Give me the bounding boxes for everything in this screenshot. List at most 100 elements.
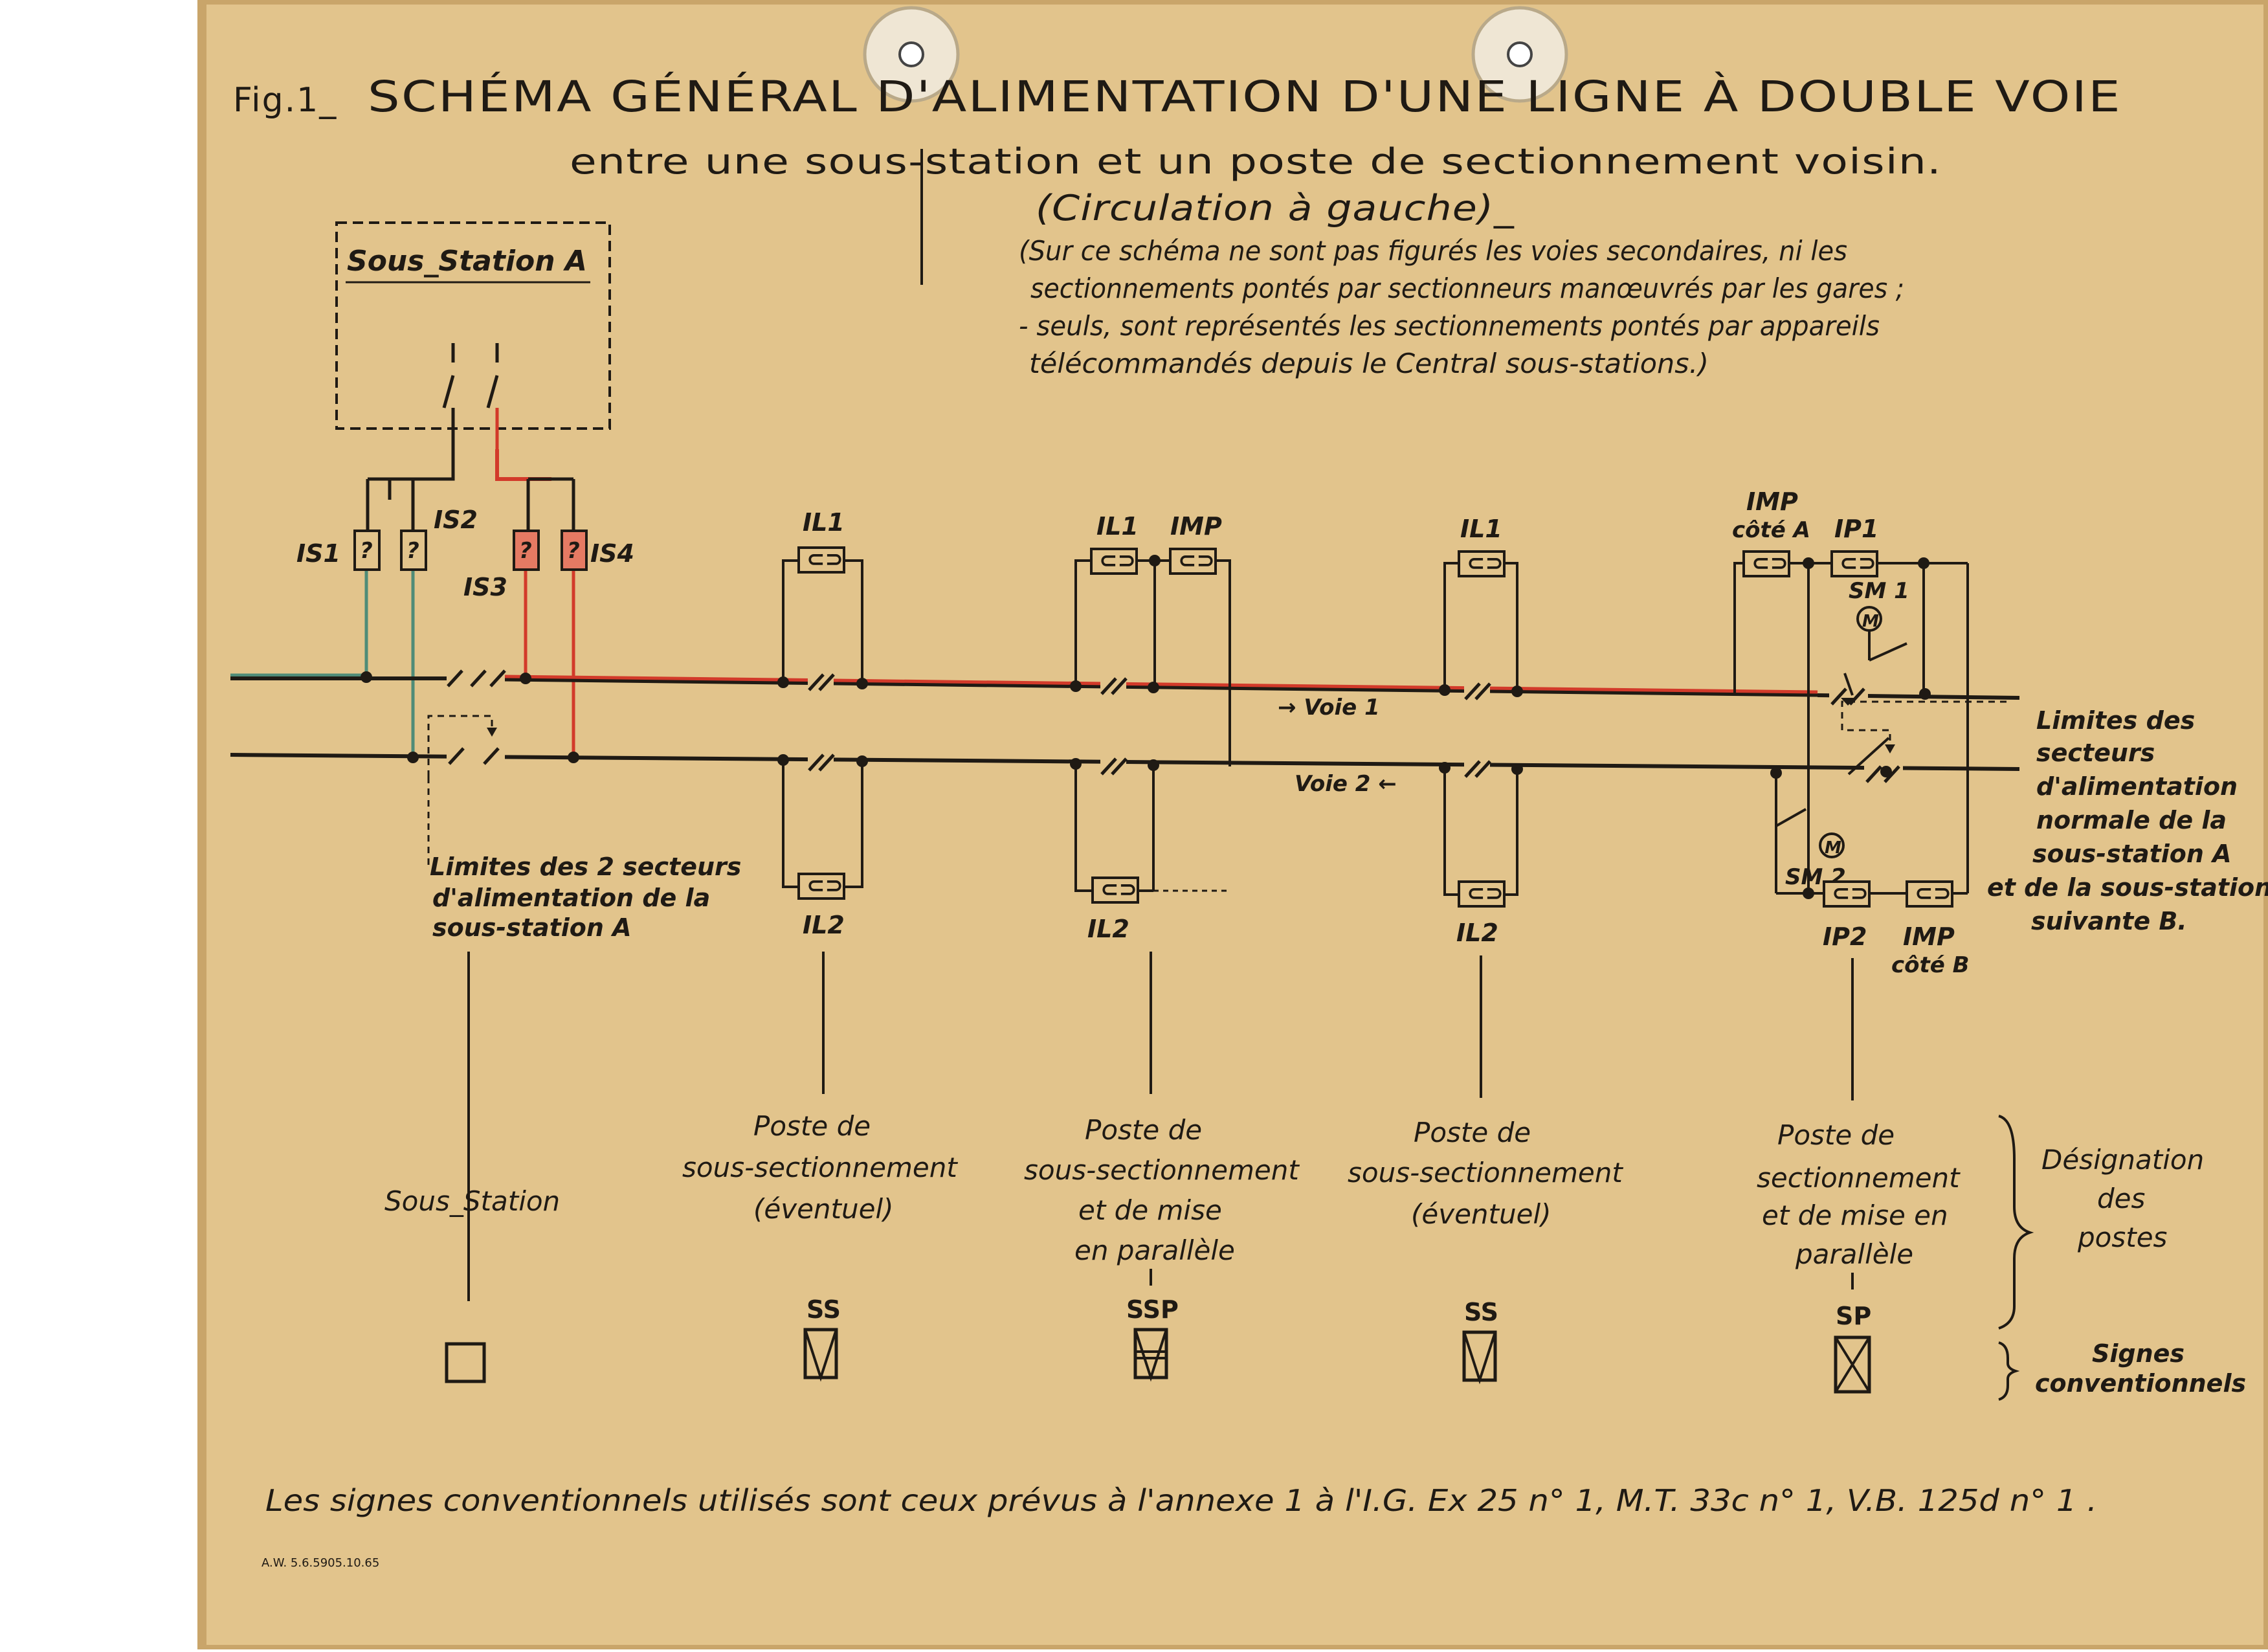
svg-text:et de mise: et de mise	[1078, 1194, 1222, 1226]
post-ssp: IL1 IMP ⊂⊃ ⊂⊃ ⊂⊃ IL2	[1074, 512, 1231, 1094]
page-subtitle: entre une sous-station et un poste de se…	[570, 141, 1942, 182]
switch-is2: ?	[400, 530, 427, 571]
svg-text:⊂⊃: ⊂⊃	[1100, 876, 1137, 902]
svg-text:sous-sectionnement: sous-sectionnement	[1348, 1157, 1623, 1189]
svg-text:(éventuel): (éventuel)	[1411, 1198, 1551, 1230]
svg-text:Poste de: Poste de	[1777, 1119, 1895, 1151]
post-ssp-il1: IL1	[1096, 512, 1139, 541]
svg-text:Limites des 2 secteurs: Limites des 2 secteurs	[430, 853, 741, 881]
right-sector-limits-label: Limites des secteurs d'alimentation norm…	[1987, 706, 2268, 935]
svg-text:Poste de: Poste de	[1085, 1114, 1202, 1146]
svg-text:sectionnements pontés par sect: sectionnements pontés par sectionneurs m…	[1030, 273, 1904, 304]
grommet-right	[1471, 6, 1568, 103]
svg-text:Voie 2 ←: Voie 2 ←	[1295, 771, 1397, 797]
svg-text:⊂⊃: ⊂⊃	[1099, 548, 1136, 574]
substation-sector-label: Limites des 2 secteurs d'alimentation de…	[430, 853, 741, 942]
designation-sp: Poste de sectionnement et de mise en par…	[1757, 1119, 1961, 1270]
svg-text:⊂⊃: ⊂⊃	[806, 546, 843, 572]
svg-text:en parallèle: en parallèle	[1074, 1234, 1235, 1266]
post-ss-2-il2: IL2	[1456, 919, 1498, 947]
svg-text:SS: SS	[806, 1295, 841, 1324]
svg-text:⊂⊃: ⊂⊃	[1832, 880, 1869, 906]
svg-text:⊂⊃: ⊂⊃	[1840, 550, 1876, 576]
svg-text:parallèle: parallèle	[1795, 1238, 1913, 1270]
designation-ssp: Poste de sous-sectionnement et de mise e…	[1024, 1114, 1300, 1266]
svg-text:SSP: SSP	[1126, 1295, 1179, 1324]
switch-is1: ?	[353, 530, 381, 571]
print-reference: A.W. 5.6.5905.10.65	[261, 1556, 379, 1570]
feeder-wiring	[364, 449, 575, 757]
switch-is3: ?	[513, 530, 540, 571]
post-sp-ip2: IP2	[1823, 922, 1867, 951]
svg-text:secteurs: secteurs	[2036, 739, 2155, 767]
svg-text:(Sur ce schéma ne sont pas fig: (Sur ce schéma ne sont pas figurés les v…	[1019, 235, 1847, 267]
svg-text:Signes: Signes	[2092, 1339, 2185, 1368]
post-sp-imp-b: IMP	[1903, 922, 1955, 951]
svg-text:SS: SS	[1464, 1298, 1498, 1326]
svg-text:télécommandés depuis le Centra: télécommandés depuis le Central sous-sta…	[1029, 348, 1709, 379]
symbol-ssp: SSP	[1126, 1295, 1179, 1382]
svg-text:sous-station A: sous-station A	[432, 913, 632, 942]
footer-note: Les signes conventionnels utilisés sont …	[265, 1483, 2097, 1518]
svg-text:sous-station A: sous-station A	[2032, 840, 2232, 868]
svg-text:SP: SP	[1836, 1302, 1871, 1330]
svg-text:Poste de: Poste de	[753, 1110, 871, 1142]
voie-1-label: → Voie 1	[1278, 695, 1380, 720]
svg-text:Limites des: Limites des	[2036, 706, 2195, 735]
svg-text:⊂⊃: ⊂⊃	[1467, 880, 1504, 906]
traffic-note: (Circulation à gauche)_	[1036, 188, 1515, 229]
svg-text:sous-sectionnement: sous-sectionnement	[682, 1152, 958, 1183]
post-sp: IMP côté A IP1 ⊂⊃ ⊂⊃ SM 1 M M SM 2 ⊂⊃ ⊂⊃	[1732, 487, 2007, 1100]
post-sp-cote-b: côté B	[1891, 952, 1970, 978]
svg-text:sectionnement: sectionnement	[1757, 1162, 1961, 1194]
post-sp-sm1: SM 1	[1849, 578, 1909, 604]
label-is3: IS3	[463, 573, 507, 601]
substation-sector-limit	[427, 715, 493, 867]
svg-text:→ Voie 1: → Voie 1	[1278, 695, 1380, 720]
symbol-ss-1: SS	[803, 1295, 841, 1382]
page-title: SCHÉMA GÉNÉRAL D'ALIMENTATION D'UNE LIGN…	[368, 71, 2122, 122]
legend-signs: Signes conventionnels	[2035, 1339, 2246, 1398]
svg-text:(éventuel): (éventuel)	[753, 1193, 894, 1225]
svg-text:postes: postes	[2077, 1222, 2167, 1253]
substation-a-box: Sous_Station A	[335, 221, 611, 449]
svg-text:⊂⊃: ⊂⊃	[806, 873, 843, 899]
svg-text:?: ?	[519, 538, 532, 564]
svg-text:M: M	[1862, 612, 1879, 631]
svg-text:⊂⊃: ⊂⊃	[1751, 550, 1788, 576]
scope-note: (Sur ce schéma ne sont pas figurés les v…	[1019, 235, 1904, 379]
svg-text:normale de la: normale de la	[2036, 806, 2227, 834]
svg-text:Désignation: Désignation	[2041, 1144, 2204, 1176]
post-sp-imp-a: IMP	[1746, 487, 1798, 516]
svg-text:⊂⊃: ⊂⊃	[1178, 548, 1215, 574]
post-sp-cote-a: côté A	[1732, 517, 1810, 543]
designation-ss-2: Poste de sous-sectionnement (éventuel)	[1348, 1117, 1623, 1230]
post-ssp-il2: IL2	[1087, 915, 1129, 943]
post-sp-ip1: IP1	[1834, 515, 1878, 543]
svg-text:⊂⊃: ⊂⊃	[1467, 550, 1504, 576]
label-is2: IS2	[434, 506, 478, 534]
svg-text:Poste de: Poste de	[1414, 1117, 1531, 1148]
post-ss-1-il1: IL1	[803, 508, 845, 537]
voie-2-label: Voie 2 ←	[1295, 771, 1397, 797]
symbol-ss-2: SS	[1462, 1298, 1498, 1385]
svg-text:suivante B.: suivante B.	[2031, 907, 2187, 935]
designation-brace	[1998, 1115, 2034, 1330]
designation-ss-1: Poste de sous-sectionnement (éventuel)	[682, 1110, 958, 1225]
post-ss-1: IL1 ⊂⊃ ⊂⊃ IL2	[782, 508, 863, 1094]
svg-text:M: M	[1825, 838, 1841, 858]
svg-text:et de mise en: et de mise en	[1762, 1200, 1948, 1231]
svg-text:des: des	[2097, 1183, 2145, 1214]
grommet-left	[863, 6, 960, 103]
svg-text:?: ?	[360, 538, 373, 564]
post-ss-2-il1: IL1	[1460, 515, 1502, 543]
svg-text:Sous_Station: Sous_Station	[384, 1185, 560, 1217]
svg-text:conventionnels: conventionnels	[2035, 1369, 2246, 1398]
svg-text:d'alimentation de la: d'alimentation de la	[432, 884, 710, 912]
svg-text:et de la sous-station: et de la sous-station	[1987, 873, 2268, 902]
switch-is4: ?	[561, 530, 588, 571]
svg-text:sous-sectionnement: sous-sectionnement	[1024, 1154, 1300, 1186]
svg-text:?: ?	[406, 538, 419, 564]
signs-brace	[1998, 1341, 2020, 1401]
substation-title: Sous_Station A	[347, 245, 587, 278]
